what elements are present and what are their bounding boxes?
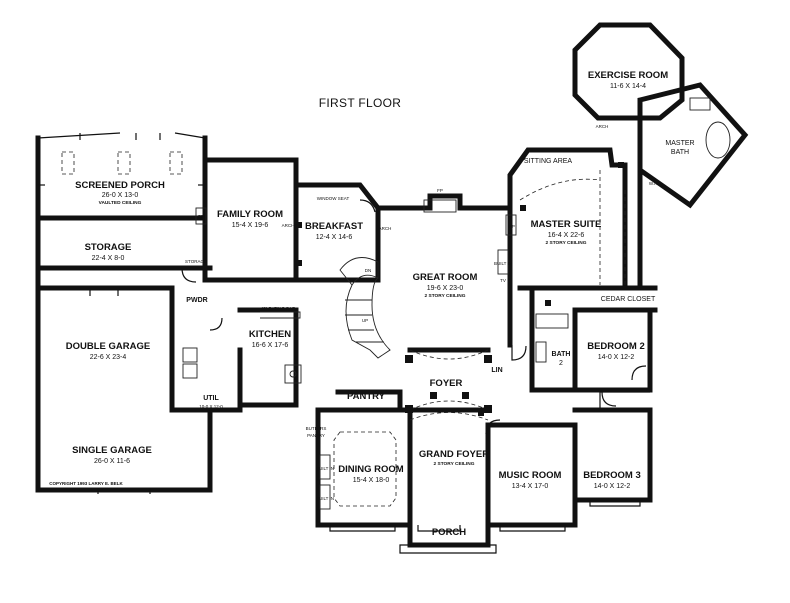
room-dims-bedroom-2: 14-0 X 12-2 bbox=[598, 354, 635, 361]
room-name-dining: DINING ROOM bbox=[338, 464, 404, 475]
label-built-in-dining-1: BUILT IN bbox=[316, 466, 334, 471]
label-cedar-closet: CEDAR CLOSET bbox=[601, 296, 656, 303]
label-arch-exercise: ARCH bbox=[596, 124, 609, 129]
room-name-breakfast: BREAKFAST bbox=[305, 221, 363, 232]
room-name-kitchen: KITCHEN bbox=[249, 329, 291, 340]
exterior-walls bbox=[35, 22, 749, 554]
label-pantry: PANTRY bbox=[347, 391, 386, 402]
room-dims-exercise: 11-6 X 14-4 bbox=[610, 83, 646, 90]
room-name-screened-porch: SCREENED PORCH bbox=[75, 180, 165, 191]
room-note-master-suite: 2 STORY CEILING bbox=[546, 240, 587, 246]
room-dims-breakfast: 12-4 X 14-6 bbox=[316, 234, 353, 241]
label-butlers-pantry-2: PANTRY bbox=[307, 433, 325, 438]
label-master-bath-1: MASTER bbox=[665, 140, 694, 147]
room-name-grand-foyer: GRAND FOYER bbox=[419, 449, 489, 460]
room-name-family: FAMILY ROOM bbox=[217, 209, 283, 220]
label-fireplace-family: FP bbox=[198, 214, 204, 219]
label-stair-dn: DN bbox=[365, 268, 372, 273]
label-bath-2-number: 2 bbox=[559, 360, 563, 367]
label-window-seat: WINDOW SEAT bbox=[317, 196, 350, 201]
room-name-bedroom-2: BEDROOM 2 bbox=[587, 341, 645, 352]
room-name-util: UTIL bbox=[203, 395, 219, 402]
room-dims-family: 15-4 X 19-6 bbox=[232, 222, 269, 229]
room-name-music: MUSIC ROOM bbox=[499, 470, 562, 481]
floor-title: FIRST FLOOR bbox=[319, 96, 401, 110]
room-dims-master-suite: 16-4 X 22-6 bbox=[548, 232, 585, 239]
room-note-grand-foyer: 2 STORY CEILING bbox=[434, 461, 475, 467]
room-dims-storage: 22-4 X 8-0 bbox=[92, 255, 125, 262]
room-name-master-suite: MASTER SUITE bbox=[531, 219, 602, 230]
room-dims-music: 13-4 X 17-0 bbox=[512, 483, 549, 490]
room-dims-single-garage: 26-0 X 11-6 bbox=[94, 458, 130, 465]
plan-details bbox=[38, 97, 731, 532]
label-arch-family: ARCH bbox=[282, 223, 295, 228]
label-porch: PORCH bbox=[432, 527, 466, 538]
room-name-exercise: EXERCISE ROOM bbox=[588, 70, 668, 81]
room-dims-great: 19-6 X 23-0 bbox=[427, 285, 464, 292]
label-stair-up: UP bbox=[362, 318, 368, 323]
label-built-in-great: BUILT IN bbox=[494, 261, 512, 266]
room-dims-double-garage: 22-6 X 23-4 bbox=[90, 354, 127, 361]
label-arch-breakfast: ARCH bbox=[379, 226, 392, 231]
label-tv: TV bbox=[500, 278, 506, 283]
room-name-single-garage: SINGLE GARAGE bbox=[72, 445, 152, 456]
label-master-bath-2: BATH bbox=[671, 149, 689, 156]
label-fireplace-master: FP bbox=[509, 224, 515, 229]
label-butlers-pantry-1: BUTLERS bbox=[306, 426, 327, 431]
label-storage-small: STORAGE bbox=[185, 259, 207, 264]
room-dims-util: 10-0 X 12-0 bbox=[199, 404, 223, 409]
label-pwdr: PWDR bbox=[186, 297, 207, 304]
room-name-great: GREAT ROOM bbox=[413, 272, 478, 283]
copyright-note: COPYRIGHT 1993 LARRY E. BELK bbox=[49, 481, 123, 486]
label-wic: W.I.C. bbox=[649, 181, 661, 186]
room-name-double-garage: DOUBLE GARAGE bbox=[66, 341, 150, 352]
label-foyer: FOYER bbox=[430, 378, 463, 389]
room-note-great: 2 STORY CEILING bbox=[425, 293, 466, 299]
room-dims-dining: 15-4 X 18-0 bbox=[353, 477, 390, 484]
room-name-bedroom-3: BEDROOM 3 bbox=[583, 470, 641, 481]
label-sitting-area: SITTING AREA bbox=[524, 158, 573, 165]
room-dims-bedroom-3: 14-0 X 12-2 bbox=[594, 483, 631, 490]
label-eating-bar: 42" EATING BAR bbox=[261, 306, 297, 311]
label-bath-2: BATH bbox=[552, 351, 571, 358]
label-linen: LIN bbox=[491, 367, 502, 374]
plan-labels: FIRST FLOOR EXERCISE ROOM 11-6 X 14-4 SC… bbox=[49, 70, 694, 538]
label-built-in-dining-2: BUILT IN bbox=[316, 496, 334, 501]
room-name-storage: STORAGE bbox=[85, 242, 132, 253]
room-dims-screened-porch: 26-0 X 13-0 bbox=[102, 192, 139, 199]
room-dims-kitchen: 16-6 X 17-6 bbox=[252, 342, 289, 349]
label-fireplace-great: FP bbox=[437, 188, 443, 193]
room-note-screened-porch: VAULTED CEILING bbox=[99, 200, 142, 206]
